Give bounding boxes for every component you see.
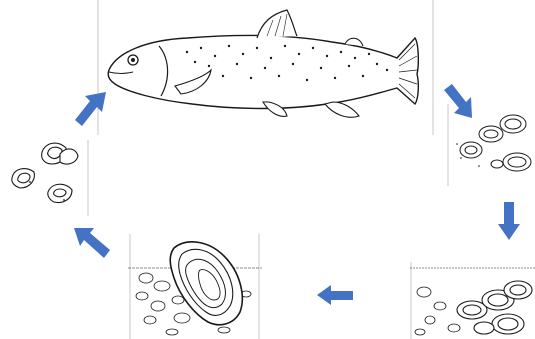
arrow-up-right — [72, 90, 108, 130]
arrow-left — [315, 284, 355, 306]
arrow-down — [496, 200, 522, 242]
trout-panel — [97, 0, 435, 135]
juvenile-mussels-on-substrate-drawing — [410, 262, 535, 339]
mussel-larvae-drawing — [447, 104, 535, 186]
free-glochidia-panel — [4, 134, 90, 216]
arrow-up-left — [72, 224, 112, 260]
glochidia-larvae-drawing — [4, 134, 90, 216]
settling-juveniles-panel — [410, 262, 535, 339]
trout-fish-drawing — [97, 0, 435, 135]
adult-mussel-panel — [128, 234, 262, 339]
adult-mussel-in-gravel-drawing — [128, 234, 262, 339]
released-glochidia-panel — [447, 104, 535, 186]
